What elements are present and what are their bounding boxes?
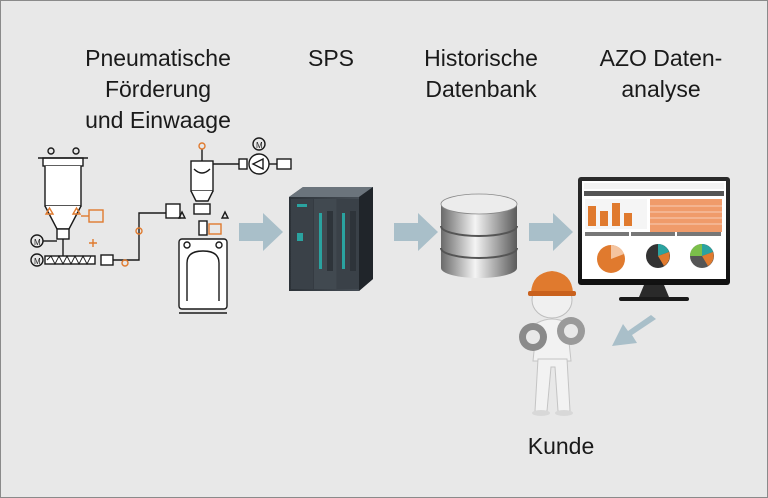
flow-arrows: [239, 213, 656, 346]
label-database: Historische Datenbank: [424, 45, 538, 102]
label-data-analysis: AZO Daten- analyse: [599, 45, 723, 102]
monitor-dashboard-icon: [578, 177, 730, 301]
label-customer: Kunde: [527, 433, 595, 459]
label-pneumatic-conveying: Pneumatische Förderung und Einwaage: [85, 45, 231, 133]
plc-icon: [289, 187, 373, 291]
svg-text:M: M: [256, 141, 263, 150]
database-icon: [440, 193, 518, 278]
svg-text:M: M: [34, 257, 41, 266]
customer-figure-icon: [519, 271, 585, 416]
conveying-schematic-icon: M M M: [30, 137, 292, 314]
label-sps: SPS: [307, 45, 355, 71]
svg-text:M: M: [34, 238, 41, 247]
